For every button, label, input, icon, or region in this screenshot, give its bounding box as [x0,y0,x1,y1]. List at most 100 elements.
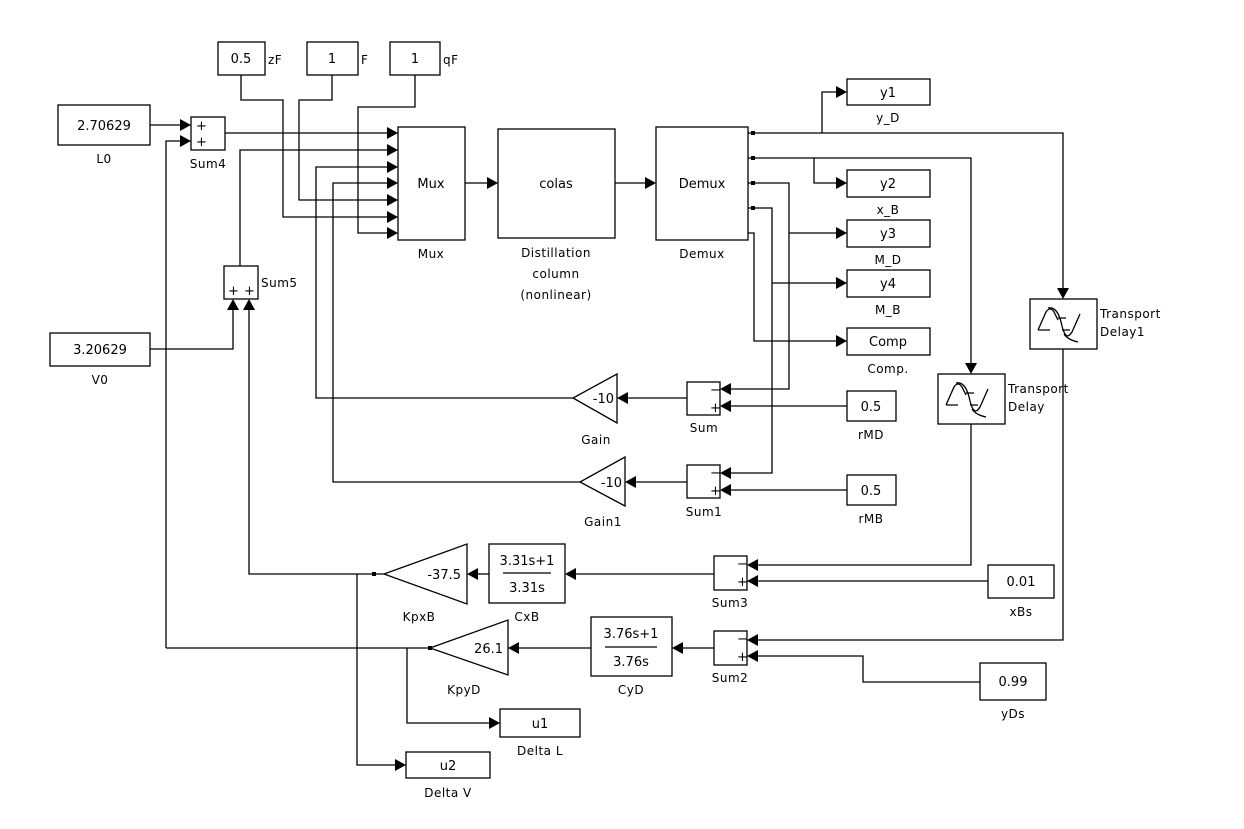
to-workspace-y2[interactable]: y2 x_B [846,169,931,217]
to-workspace-comp[interactable]: Comp Comp. [846,327,931,376]
arrow-sum-in2 [720,400,731,412]
transport-delay1-block[interactable]: Transport Delay1 [1029,298,1161,350]
u2-label: Delta V [424,786,472,800]
gain1-label: Gain1 [584,515,622,529]
wires [150,75,1064,766]
arrow-u2-in [395,759,406,771]
arrow-sum2-in1 [747,634,758,646]
arrow-cyd-in [672,642,683,654]
gain-value: -10 [593,392,614,407]
mux-text: Mux [417,177,444,192]
constant-xBs[interactable]: 0.01 xBs [987,564,1055,619]
arrow-colas-in [487,177,498,189]
sum5-sign-2: + [244,284,255,299]
transport-delay-icon [1037,307,1081,343]
transport-delay-block[interactable]: Transport Delay [937,373,1069,425]
colas-label-line-2: column [532,267,579,281]
constant-rMB[interactable]: 0.5 rMB [846,474,897,526]
gain-label: Gain [581,433,611,447]
to-workspace-u1[interactable]: u1 Delta L [499,708,581,758]
distillation-column-block[interactable]: colas Distillation column (nonlinear) [497,128,616,302]
sum-block-Sum5[interactable]: + + Sum5 [223,265,298,300]
y3-label: M_D [874,253,901,267]
comp-label: Comp. [867,362,908,376]
gain-block-Gain[interactable]: -10 Gain [571,372,618,447]
mux-label: Mux [418,247,445,261]
demux-port-4 [751,206,755,210]
sum-block-Sum1[interactable]: − + Sum1 [686,464,723,519]
constant-qF-label: qF [443,53,459,67]
kpyd-value: 26.1 [474,642,503,657]
arrowheads [180,86,1069,771]
rmd-label: rMD [858,428,884,442]
to-workspace-u2[interactable]: u2 Delta V [405,751,491,800]
arrow-mux-in4 [387,177,398,189]
sum5-label: Sum5 [261,276,298,290]
constant-qF[interactable]: 1 qF [389,41,459,76]
wire-zF-mux6 [240,75,387,218]
constant-V0[interactable]: 3.20629 V0 [49,332,151,387]
transfer-fcn-CyD[interactable]: 3.76s+1 3.76s CyD [590,616,673,697]
mux-block[interactable]: Mux Mux [397,126,466,261]
arrow-kpxb-in [467,568,478,580]
sum-block-Sum4[interactable]: + + Sum4 [190,116,227,171]
arrow-y1-in [836,86,847,98]
wire-demux2-y2 [813,158,836,184]
constant-L0[interactable]: 2.70629 L0 [57,104,151,166]
sum5-sign-1: + [228,284,239,299]
td-label-line-1: Transport [1007,382,1069,396]
wire-demux2-td [748,157,972,363]
constant-F[interactable]: 1 F [306,41,368,76]
u2-text: u2 [440,759,457,774]
sum-block-Sum2[interactable]: − + Sum2 [712,630,749,685]
sum2-sign-1: − [737,632,748,647]
constant-F-value: 1 [328,52,336,67]
gain-block-Gain1[interactable]: -10 Gain1 [578,455,626,529]
sum-block-Sum3[interactable]: − + Sum3 [712,555,749,610]
yds-value: 0.99 [999,675,1028,690]
demux-block[interactable]: Demux Demux [655,126,749,261]
cyd-numerator: 3.76s+1 [604,627,659,642]
arrow-sum3-in1 [747,559,758,571]
sum4-sign-2: + [196,135,207,150]
constant-L0-label: L0 [96,152,111,166]
arrow-y4-in [836,277,847,289]
td1-label-line-1: Transport [1099,307,1161,321]
sum3-label: Sum3 [712,596,749,610]
transfer-fcn-CxB[interactable]: 3.31s+1 3.31s CxB [488,543,566,624]
wire-qF-mux7 [357,75,416,234]
arrow-sum-in1 [720,383,731,395]
arrow-mux-in2 [387,144,398,156]
wire-kpyd-sum4 [165,140,180,648]
arrow-mux-in1 [387,127,398,139]
wire-gain1-mux4 [332,182,580,483]
arrow-kpyd-in [508,642,519,654]
sum3-sign-1: − [737,557,748,572]
arrow-demux-in [645,177,656,189]
cyd-label: CyD [618,683,644,697]
sum4-label: Sum4 [190,157,227,171]
constant-F-label: F [361,53,368,67]
constant-L0-value: 2.70629 [77,119,131,134]
gain-block-KpyD[interactable]: 26.1 KpyD [428,619,509,697]
wire-kpyd-u1 [406,648,489,724]
demux-text: Demux [679,177,726,192]
arrow-mux-in3 [387,161,398,173]
constant-rMD[interactable]: 0.5 rMD [846,390,897,442]
constant-zF[interactable]: 0.5 zF [217,41,282,76]
xbs-value: 0.01 [1007,575,1036,590]
wire-gain-mux3 [315,166,573,399]
gain-block-KpxB[interactable]: -37.5 KpxB [382,543,468,624]
arrow-mux-in7 [387,227,398,239]
sum-block-Sum[interactable]: − + Sum [686,381,721,435]
wire-td-sum3 [758,424,972,566]
cxb-numerator: 3.31s+1 [500,554,555,569]
to-workspace-y4[interactable]: y4 M_B [846,269,931,317]
constant-V0-value: 3.20629 [73,343,127,358]
to-workspace-y1[interactable]: y1 y_D [846,78,931,125]
constant-yDs[interactable]: 0.99 yDs [979,662,1047,721]
kpxb-out-port [372,572,376,576]
arrow-td-in [965,363,977,374]
to-workspace-y3[interactable]: y3 M_D [846,219,931,267]
sum3-sign-2: + [737,575,748,590]
